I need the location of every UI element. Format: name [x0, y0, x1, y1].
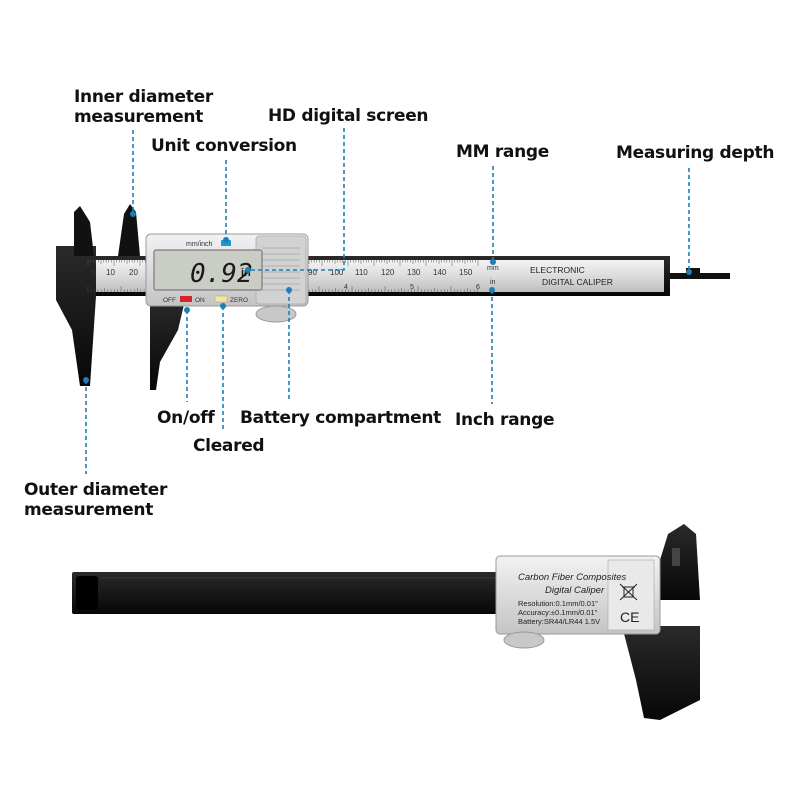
- on-label: ON: [195, 297, 205, 304]
- label-inch-range: Inch range: [455, 410, 555, 430]
- zero-button[interactable]: [214, 295, 228, 303]
- ce-mark: CE: [620, 609, 639, 625]
- mm-tick-label: 10: [106, 268, 115, 277]
- inch-tick-label: 6: [476, 284, 480, 291]
- caliper-top: 0 10 20 90 100 110 120 130 140 150 4 5 6…: [56, 204, 730, 390]
- mm-marker: mm: [487, 265, 499, 272]
- unit-label: mm/inch: [186, 241, 213, 248]
- thumb-wheel[interactable]: [255, 305, 297, 323]
- mm-tick-label: 150: [459, 268, 473, 277]
- mm-tick-label: 120: [381, 268, 395, 277]
- off-label: OFF: [163, 297, 176, 304]
- label-cleared: Cleared: [193, 436, 265, 456]
- inch-tick-label: 4: [344, 284, 348, 291]
- mm-tick-label: 90: [308, 268, 317, 277]
- mm-tick-label: 100: [330, 268, 344, 277]
- on-off-button[interactable]: [180, 296, 192, 302]
- spec-accuracy: Accuracy:±0.1mm/0.01": [518, 608, 598, 617]
- lcd-unit: in: [241, 267, 251, 279]
- brand-line-2: DIGITAL CALIPER: [542, 277, 613, 287]
- depth-rod: [668, 273, 730, 279]
- label-measuring-depth: Measuring depth: [616, 143, 775, 163]
- fixed-inner-jaw: [74, 206, 94, 256]
- leader-lines: [83, 128, 692, 474]
- label-hd-screen: HD digital screen: [268, 106, 429, 126]
- fixed-outer-jaw: [56, 246, 96, 386]
- inch-scale-numbers: 4 5 6: [344, 284, 480, 291]
- bottom-beam: [72, 572, 504, 614]
- caliper-bottom: Carbon Fiber Composites Digital Caliper …: [72, 524, 700, 720]
- mm-tick-label: 20: [129, 268, 138, 277]
- label-mm-range: MM range: [456, 142, 550, 162]
- spec-line-1: Carbon Fiber Composites: [518, 572, 626, 583]
- mm-scale-numbers: 0 10 20 90 100 110 120 130 140 150: [91, 268, 473, 277]
- brand-line-1: ELECTRONIC: [530, 265, 585, 275]
- bottom-lower-jaw: [622, 626, 700, 720]
- inch-tick-label: 5: [410, 284, 414, 291]
- scale-ticks: [87, 260, 479, 292]
- label-inner-diameter: Inner diameter measurement: [74, 87, 213, 127]
- spec-battery: Battery:SR44/LR44 1.5V: [518, 617, 600, 626]
- sliding-outer-jaw: [150, 296, 186, 390]
- spec-line-2: Digital Caliper: [545, 585, 605, 596]
- zero-label: ZERO: [230, 297, 248, 304]
- mm-tick-label: 0: [91, 268, 96, 277]
- grip-lines: [262, 247, 300, 291]
- mm-tick-label: 140: [433, 268, 447, 277]
- spec-resolution: Resolution:0.1mm/0.01": [518, 599, 598, 608]
- sliding-inner-jaw: [118, 204, 140, 256]
- label-unit-conversion: Unit conversion: [151, 136, 297, 156]
- label-on-off: On/off: [157, 408, 215, 428]
- mm-tick-label: 130: [407, 268, 421, 277]
- label-battery-compartment: Battery compartment: [240, 408, 441, 428]
- weee-bin-icon: [619, 583, 638, 601]
- in-marker: in: [490, 279, 496, 286]
- lcd-reading: 0.92: [190, 259, 253, 289]
- label-outer-diameter: Outer diameter measurement: [24, 480, 168, 520]
- bottom-thumb-wheel: [503, 631, 545, 649]
- mm-tick-label: 110: [355, 268, 368, 277]
